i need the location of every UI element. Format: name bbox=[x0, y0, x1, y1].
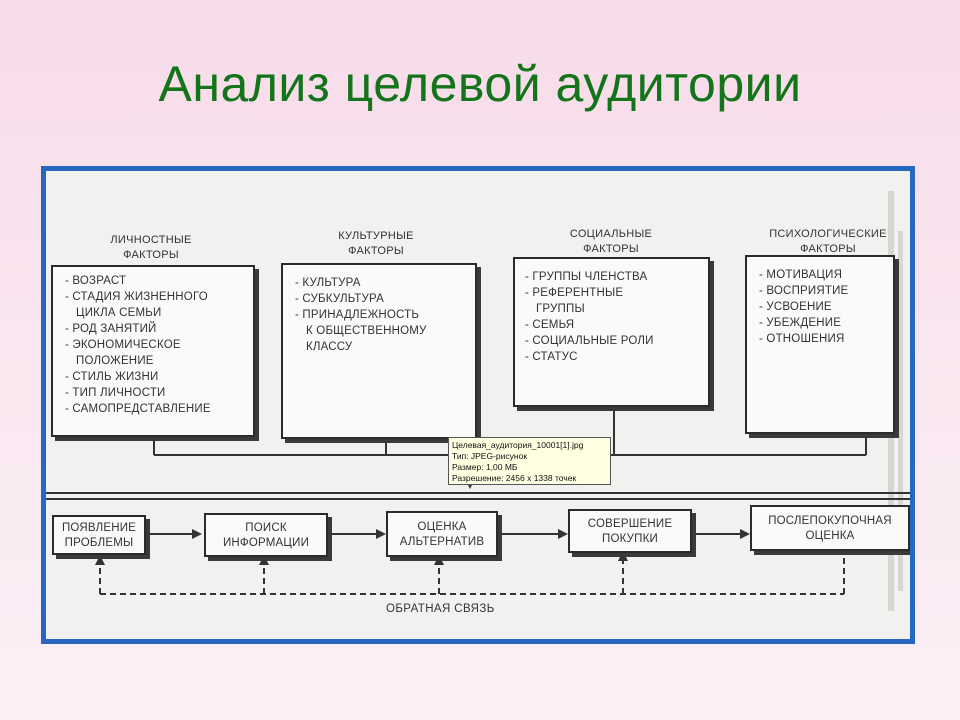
tooltip-line: Тип: JPEG-рисунок bbox=[452, 451, 528, 461]
factor-item: - МОТИВАЦИЯ bbox=[759, 269, 843, 281]
factor-box-psychological: - МОТИВАЦИЯ - ВОСПРИЯТИЕ - УСВОЕНИЕ - УБЕЖД… bbox=[745, 255, 895, 434]
factor-item: - УСВОЕНИЕ bbox=[759, 301, 832, 313]
factor-item: - СОЦИАЛЬНЫЕ РОЛИ bbox=[525, 335, 654, 347]
factor-item: КЛАССУ bbox=[306, 341, 353, 353]
factor-item: - СУБКУЛЬТУРА bbox=[295, 293, 384, 305]
factor-item: - ОТНОШЕНИЯ bbox=[759, 333, 845, 345]
factor-list: - ГРУППЫ ЧЛЕНСТВА - РЕФЕРЕНТНЫЕ ГРУППЫ - СЕ… bbox=[525, 269, 708, 365]
factor-item: - СТАДИЯ ЖИЗНЕННОГО bbox=[65, 291, 208, 303]
factor-item: - САМОПРЕДСТАВЛЕНИЕ bbox=[65, 403, 211, 415]
factor-item: - УБЕЖДЕНИЕ bbox=[759, 317, 842, 329]
factor-item: - РОД ЗАНЯТИЙ bbox=[65, 323, 157, 335]
factor-item: - СТАТУС bbox=[525, 351, 578, 363]
factor-item: - КУЛЬТУРА bbox=[295, 277, 361, 289]
tooltip-line: Разрешение: 2456 x 1338 точек bbox=[452, 473, 577, 483]
feedback-label: ОБРАТНАЯ СВЯЗЬ bbox=[386, 603, 495, 615]
factor-item: К ОБЩЕСТВЕННОМУ bbox=[306, 325, 427, 337]
image-info-tooltip: Целевая_аудитория_10001[1].jpg Тип: JPEG… bbox=[448, 437, 611, 485]
factor-item: - ПРИНАДЛЕЖНОСТЬ bbox=[295, 309, 420, 321]
factor-box-social: - ГРУППЫ ЧЛЕНСТВА - РЕФЕРЕНТНЫЕ ГРУППЫ - СЕ… bbox=[513, 257, 710, 407]
factor-item: - СЕМЬЯ bbox=[525, 319, 575, 331]
factor-list: - МОТИВАЦИЯ - ВОСПРИЯТИЕ - УСВОЕНИЕ - УБЕЖД… bbox=[759, 267, 893, 347]
factor-item: ЦИКЛА СЕМЬИ bbox=[76, 307, 162, 319]
tooltip-line: Целевая_аудитория_10001[1].jpg bbox=[452, 440, 584, 450]
factor-box-personal: - ВОЗРАСТ - СТАДИЯ ЖИЗНЕННОГО ЦИКЛА СЕМЬИ -… bbox=[51, 265, 255, 437]
factor-item: - ВОЗРАСТ bbox=[65, 275, 127, 287]
factor-item: - ЭКОНОМИЧЕСКОЕ bbox=[65, 339, 181, 351]
factor-item: - ТИП ЛИЧНОСТИ bbox=[65, 387, 166, 399]
factor-item: ПОЛОЖЕНИЕ bbox=[76, 355, 154, 367]
factor-item: - ГРУППЫ ЧЛЕНСТВА bbox=[525, 271, 648, 283]
factor-list: - КУЛЬТУРА - СУБКУЛЬТУРА - ПРИНАДЛЕЖНОСТЬ К… bbox=[295, 275, 475, 355]
factor-box-cultural: - КУЛЬТУРА - СУБКУЛЬТУРА - ПРИНАДЛЕЖНОСТЬ К… bbox=[281, 263, 477, 439]
factor-item: - СТИЛЬ ЖИЗНИ bbox=[65, 371, 159, 383]
factor-list: - ВОЗРАСТ - СТАДИЯ ЖИЗНЕННОГО ЦИКЛА СЕМЬИ -… bbox=[65, 273, 253, 417]
factor-item: - ВОСПРИЯТИЕ bbox=[759, 285, 849, 297]
factor-item: - РЕФЕРЕНТНЫЕ bbox=[525, 287, 624, 299]
tooltip-line: Размер: 1,00 МБ bbox=[452, 462, 518, 472]
factor-item: ГРУППЫ bbox=[536, 303, 585, 315]
slide-title: Анализ целевой аудитории bbox=[158, 56, 802, 112]
